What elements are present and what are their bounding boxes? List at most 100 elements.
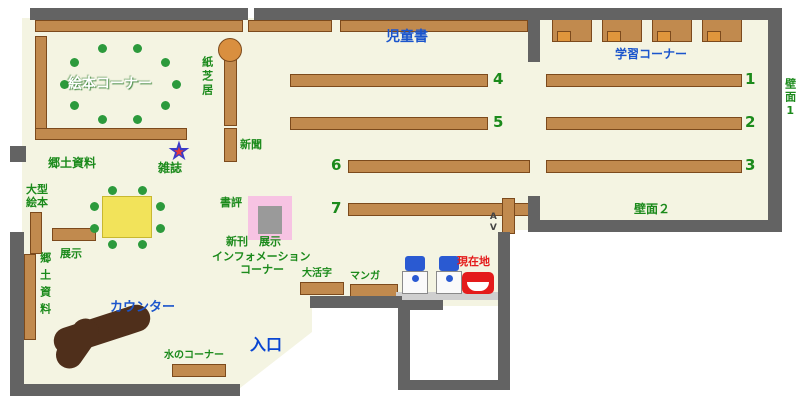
round-table (218, 38, 242, 62)
star-inner-icon: ★ (173, 145, 185, 160)
wall-left-block (10, 146, 26, 162)
study-chair (657, 31, 671, 42)
wall-divider-study (528, 8, 540, 62)
shelf-exhibit (52, 228, 96, 241)
label-newspaper: 新聞 (240, 138, 262, 151)
shelf-av (502, 198, 515, 234)
shelf-number-6: 6 (331, 156, 342, 174)
shelf-number-1: 1 (745, 70, 756, 88)
shelf-top-left (35, 20, 243, 32)
chair-dot (138, 240, 147, 249)
terminal-screen (439, 256, 459, 271)
label-water-corner: 水のコーナー (164, 350, 224, 361)
terminal-button (411, 275, 419, 282)
label-magazine: 雑誌 (158, 161, 183, 175)
label-information-1: インフォメーション (212, 250, 311, 263)
label-picturebook-corner: 絵本コーナー (68, 76, 152, 92)
chair-dot (90, 202, 99, 211)
label-wall-1: 壁面1 (783, 78, 797, 119)
label-kamishibai: 紙芝居 (200, 56, 214, 98)
shelf-top-mid (248, 20, 332, 32)
chair-dot (70, 101, 79, 110)
wall-top-right (538, 8, 768, 20)
shelf-water-corner (172, 364, 226, 377)
magazine-star-icon: ★ ★ (165, 138, 193, 166)
shelf-kamishibai (224, 54, 237, 126)
machine-base (396, 292, 500, 300)
shelf-number-7: 7 (331, 199, 342, 217)
label-large-picturebook-2: 絵本 (26, 196, 48, 209)
shelf-row-5 (290, 117, 488, 130)
shelf-number-3: 3 (745, 156, 756, 174)
study-chair (707, 31, 721, 42)
label-large-picturebook-1: 大型 (26, 183, 48, 196)
shelf-large-picturebook (30, 212, 42, 254)
chair-dot (133, 44, 142, 53)
shelf-picturebook-bottom (35, 128, 187, 140)
wall-stair-bottom (398, 380, 510, 390)
terminal-body (402, 271, 428, 294)
shelf-row-2 (546, 117, 742, 130)
chair-dot (138, 186, 147, 195)
chair-dot (161, 101, 170, 110)
label-childrens-books: 児童書 (386, 29, 428, 45)
study-chair (557, 31, 571, 42)
label-counter: カウンター (110, 300, 176, 315)
chair-dot (156, 202, 165, 211)
label-manga: マンガ (350, 271, 380, 282)
shelf-number-4: 4 (493, 70, 504, 88)
chair-dot (156, 224, 165, 233)
current-location-icon (462, 272, 494, 294)
wall-strip-bottom (310, 296, 402, 308)
wall-2 (530, 220, 768, 232)
terminal-machine (436, 256, 462, 294)
display-stand (258, 206, 282, 234)
label-new-books-display: 新刊 展示 (226, 235, 281, 248)
label-large-print: 大活字 (302, 268, 332, 279)
wall-stair-left (398, 308, 410, 390)
wall-strip-right (498, 232, 510, 308)
label-local-materials-top: 郷土資料 (48, 156, 97, 170)
wall-bottom-left (10, 384, 240, 396)
terminal-button (445, 275, 453, 282)
label-wall-2: 壁面２ (634, 202, 671, 216)
shelf-large-print (300, 282, 344, 295)
wall-stair-top (398, 300, 443, 310)
label-exhibit: 展示 (60, 247, 82, 260)
shelf-newspaper (224, 128, 237, 162)
chair-dot (90, 224, 99, 233)
chair-dot (108, 240, 117, 249)
terminal-screen (405, 256, 425, 271)
chair-dot (108, 186, 117, 195)
wall-top-center (254, 8, 532, 20)
shelf-picturebook-left (35, 36, 47, 130)
chair-dot (60, 80, 69, 89)
label-av: AV (488, 212, 499, 234)
shelf-row-3 (546, 160, 742, 173)
wall-top-left (30, 8, 248, 20)
chair-dot (70, 58, 79, 67)
current-location-arc (467, 282, 489, 291)
wall-stair-right (498, 308, 510, 390)
study-chair (607, 31, 621, 42)
reading-table (102, 196, 152, 238)
chair-dot (98, 115, 107, 124)
shelf-number-5: 5 (493, 113, 504, 131)
star-outer-icon: ★ (166, 136, 192, 167)
shelf-number-2: 2 (745, 113, 756, 131)
label-current-location: 現在地 (457, 255, 490, 268)
label-local-materials-left: 郷土資料 (38, 252, 52, 320)
chair-dot (98, 44, 107, 53)
label-entrance: 入口 (250, 335, 283, 354)
label-book-review: 書評 (220, 196, 242, 209)
label-information-2: コーナー (240, 263, 284, 276)
wall-right (768, 8, 782, 232)
terminal-machine (402, 256, 428, 294)
shelf-row-1 (546, 74, 742, 87)
shelf-top-children (340, 20, 528, 32)
chair-dot (161, 58, 170, 67)
shelf-row-6 (348, 160, 530, 173)
chair-dot (133, 115, 142, 124)
wall-left (10, 232, 24, 392)
